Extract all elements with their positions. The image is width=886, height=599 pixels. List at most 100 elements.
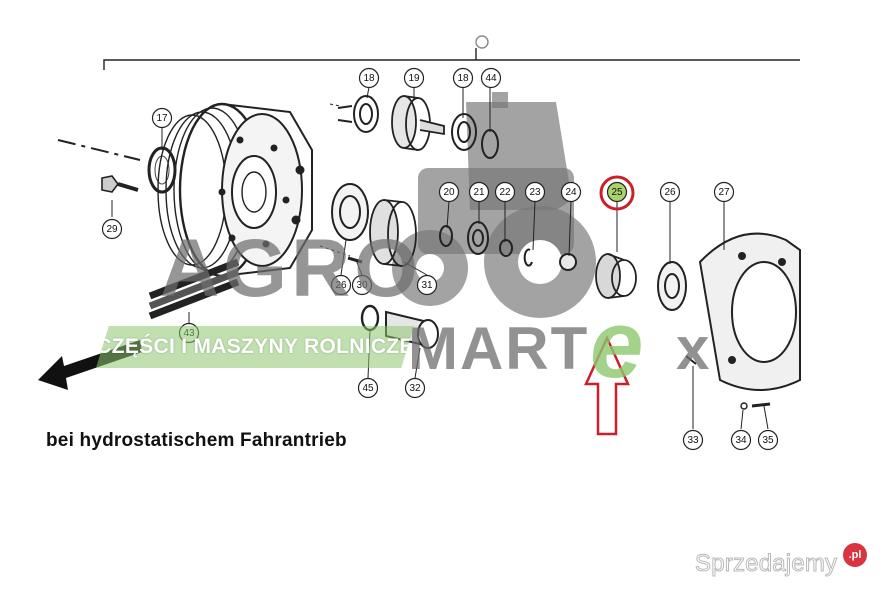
banner-ribbon: CZĘŚCI I MASZYNY ROLNICZE [96,326,414,368]
callout-22: 22 [494,181,516,203]
callout-label: 45 [362,383,374,394]
callout-29: 29 [101,218,123,240]
callout-label: 26 [664,187,676,198]
callout-18: 18 [358,67,380,89]
part-35-bolt [751,402,771,408]
callout-30: 30 [351,274,373,296]
callout-label: 17 [156,113,168,124]
sprzedajemy-watermark: Sprzedajemy [694,550,838,578]
assembly-bracket [103,35,800,70]
callout-circle [151,107,173,129]
callout-circle [452,67,474,89]
callout-circle [416,274,438,296]
callout-circle [468,181,490,203]
callout-circle [101,218,123,240]
callout-27: 27 [713,181,735,203]
callout-34: 34 [730,429,752,451]
pl-badge: .pl [843,543,867,567]
callout-circle [403,67,425,89]
part-23-circlip [523,248,533,267]
callout-33: 33 [682,429,704,451]
callout-26: 26 [330,274,352,296]
callout-45: 45 [357,377,379,399]
callout-circle [606,181,628,203]
callout-label: 30 [356,280,368,291]
part-19-gear-shaft [391,95,445,151]
part-26-bearing-left [331,183,369,241]
callout-19: 19 [403,67,425,89]
highlight-ring [599,175,635,211]
banner-text: CZĘŚCI I MASZYNY ROLNICZE [96,335,414,358]
part-29-bolt [101,175,139,193]
callout-label: 32 [409,383,421,394]
callout-label: 31 [421,280,433,291]
part-27-housing [698,232,801,391]
callout-17: 17 [151,107,173,129]
callout-20: 20 [438,181,460,203]
part-31-gear [369,199,417,267]
part-33-pin [685,355,697,365]
part-43-belts [148,258,240,320]
callout-label: 19 [408,73,420,84]
callout-label: 35 [762,435,774,446]
part-24-pin [559,253,577,271]
part-18-bearing [337,95,379,133]
callout-label: 26 [335,280,347,291]
part-25-gear [595,253,637,299]
callout-35: 35 [757,429,779,451]
callout-group: 1718191844292021222324252627263031434532… [101,67,779,451]
callout-circle [357,377,379,399]
callout-circle [438,181,460,203]
callout-44: 44 [480,67,502,89]
callout-label: 33 [687,435,699,446]
callout-32: 32 [404,377,426,399]
callout-label: 44 [485,73,497,84]
callout-circle [682,429,704,451]
callout-label: 27 [718,187,730,198]
part-26-bearing-right [657,261,687,311]
part-34-washer [740,402,748,410]
callout-18: 18 [452,67,474,89]
callout-21: 21 [468,181,490,203]
leader-lines [111,86,769,430]
callout-label: 18 [457,73,469,84]
diagram-caption: bei hydrostatischem Fahrantrieb [46,430,347,451]
callout-circle [560,181,582,203]
highlight-arrow [584,334,630,436]
callout-25: 25 [606,181,628,203]
shaft-centerline [57,139,141,161]
callout-label: 34 [735,435,747,446]
callout-circle [494,181,516,203]
callout-label: 29 [106,224,118,235]
callout-label: 25 [611,187,623,198]
part-21-bearing [467,221,489,255]
callout-label: 24 [565,187,577,198]
part-18b-bearing [451,113,477,151]
watermark-agro: AGRO [160,223,422,314]
part-30-pin [347,256,363,264]
callout-label: 18 [363,73,375,84]
callout-label: 21 [473,187,485,198]
callout-circle [480,67,502,89]
callout-24: 24 [560,181,582,203]
callout-circle [404,377,426,399]
callout-circle [330,274,352,296]
callout-circle [757,429,779,451]
callout-circle [713,181,735,203]
callout-circle [659,181,681,203]
callout-label: 20 [443,187,455,198]
callout-label: 22 [499,187,511,198]
callout-circle [730,429,752,451]
callout-circle [524,181,546,203]
callout-label: 23 [529,187,541,198]
callout-31: 31 [416,274,438,296]
callout-26: 26 [659,181,681,203]
callout-23: 23 [524,181,546,203]
part-pulley-drum [157,102,313,278]
watermark-e: e [590,291,644,398]
watermark-x: x [676,315,710,382]
part-20-ring [439,225,453,247]
callout-circle [358,67,380,89]
callout-circle [351,274,373,296]
